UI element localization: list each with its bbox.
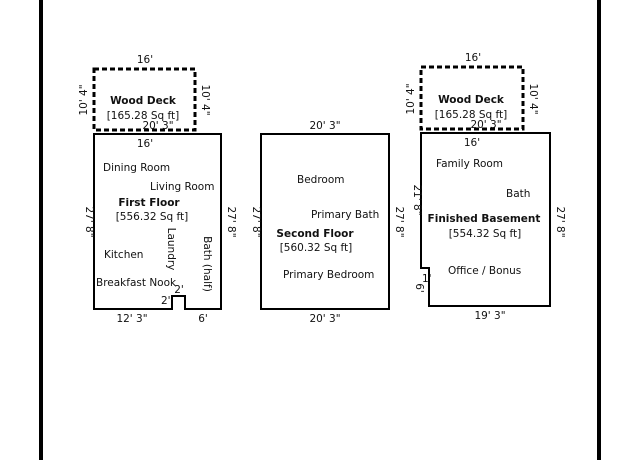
wood-deck-right: 16' 10' 4" 10' 4" Wood Deck [165.28 Sq f… bbox=[405, 52, 539, 131]
deck-dim-right: 10' 4" bbox=[527, 83, 539, 114]
first-floor-name: First Floor bbox=[118, 197, 180, 209]
first-floor-dim-left: 27' 8" bbox=[83, 206, 95, 237]
second-floor-dim-left: 27' 8" bbox=[250, 206, 262, 237]
second-floor-dim-right: 27' 8" bbox=[393, 206, 405, 237]
room-laundry: Laundry bbox=[165, 228, 177, 271]
second-floor-dim-bottom: 20' 3" bbox=[309, 313, 340, 325]
deck-dim-right: 10' 4" bbox=[199, 84, 211, 115]
room-bath-half: Bath (half) bbox=[201, 236, 213, 292]
step-dim-height: 6' bbox=[413, 283, 425, 293]
deck-dim-bottom: 20' 3" bbox=[142, 120, 173, 132]
room-bedroom: Bedroom bbox=[297, 174, 345, 186]
notch-dim-width: 2' bbox=[174, 284, 184, 296]
first-floor-dim-bottom-right: 6' bbox=[198, 313, 208, 325]
deck-area: [165.28 Sq ft] bbox=[107, 110, 180, 122]
deck-dim-top: 16' bbox=[465, 52, 481, 64]
room-kitchen: Kitchen bbox=[104, 249, 143, 261]
deck-outline bbox=[419, 65, 525, 131]
basement-area: [554.32 Sq ft] bbox=[449, 228, 522, 240]
first-floor-dim-top: 16' bbox=[137, 138, 153, 150]
deck-dim-top: 16' bbox=[137, 54, 153, 66]
deck-dim-left: 10' 4" bbox=[405, 83, 417, 114]
basement-outline bbox=[420, 132, 551, 307]
second-floor-plan: 20' 3" 27' 8" 27' 8" Bedroom Primary Bat… bbox=[250, 120, 405, 325]
first-floor-area: [556.32 Sq ft] bbox=[116, 211, 189, 223]
second-floor-area: [560.32 Sq ft] bbox=[280, 242, 353, 254]
room-living: Living Room bbox=[150, 181, 214, 193]
deck-name: Wood Deck bbox=[438, 94, 505, 106]
deck-area: [165.28 Sq ft] bbox=[435, 109, 508, 121]
deck-outline bbox=[92, 67, 197, 132]
basement-dim-right: 27' 8" bbox=[554, 206, 566, 237]
room-primary-bath: Primary Bath bbox=[311, 209, 379, 221]
notch-dim-height: 2' bbox=[161, 295, 171, 307]
deck-name: Wood Deck bbox=[110, 95, 177, 107]
step-dim-width: 1' bbox=[422, 273, 432, 285]
first-floor-plan: 16' 27' 8" 27' 8" Dining Room Living Roo… bbox=[83, 133, 237, 325]
room-primary-bedroom: Primary Bedroom bbox=[283, 269, 374, 281]
basement-dim-bottom: 19' 3" bbox=[474, 310, 505, 322]
first-floor-dim-right: 27' 8" bbox=[225, 206, 237, 237]
second-floor-dim-top: 20' 3" bbox=[309, 120, 340, 132]
deck-dim-bottom: 20' 3" bbox=[470, 119, 501, 131]
first-floor-dim-bottom-left: 12' 3" bbox=[116, 313, 147, 325]
second-floor-outline bbox=[260, 133, 390, 310]
room-dining: Dining Room bbox=[103, 162, 170, 174]
room-breakfast-nook: Breakfast Nook bbox=[96, 277, 177, 289]
wood-deck-left: 16' 10' 4" 10' 4" Wood Deck [165.28 Sq f… bbox=[78, 54, 211, 132]
second-floor-name: Second Floor bbox=[276, 228, 354, 240]
basement-dim-left: 21' 8" bbox=[411, 184, 423, 215]
page-frame bbox=[39, 0, 601, 460]
deck-dim-left: 10' 4" bbox=[78, 84, 90, 115]
basement-plan: 16' 21' 8" 27' 8" Family Room Bath Finis… bbox=[411, 132, 566, 322]
room-family: Family Room bbox=[436, 158, 503, 170]
first-floor-outline bbox=[93, 133, 222, 310]
room-bath: Bath bbox=[506, 188, 530, 200]
basement-name: Finished Basement bbox=[428, 213, 541, 225]
basement-dim-top: 16' bbox=[464, 137, 480, 149]
room-office-bonus: Office / Bonus bbox=[448, 265, 521, 277]
